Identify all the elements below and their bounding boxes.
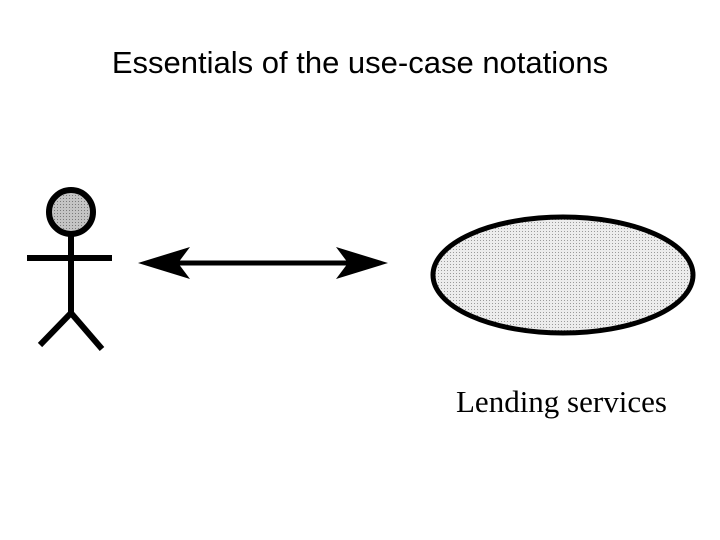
actor-head bbox=[46, 187, 96, 237]
actor-right-leg bbox=[68, 311, 105, 351]
actor-icon bbox=[27, 187, 112, 351]
use-case: Lending services bbox=[430, 214, 696, 419]
arrow-head-right bbox=[336, 247, 388, 279]
arrow-head-left bbox=[138, 247, 190, 279]
slide-title: Essentials of the use-case notations bbox=[111, 45, 609, 80]
use-case-ellipse bbox=[430, 214, 696, 336]
double-headed-arrow-icon bbox=[138, 247, 388, 279]
use-case-label: Lending services bbox=[456, 384, 667, 419]
actor-left-leg bbox=[37, 310, 74, 348]
